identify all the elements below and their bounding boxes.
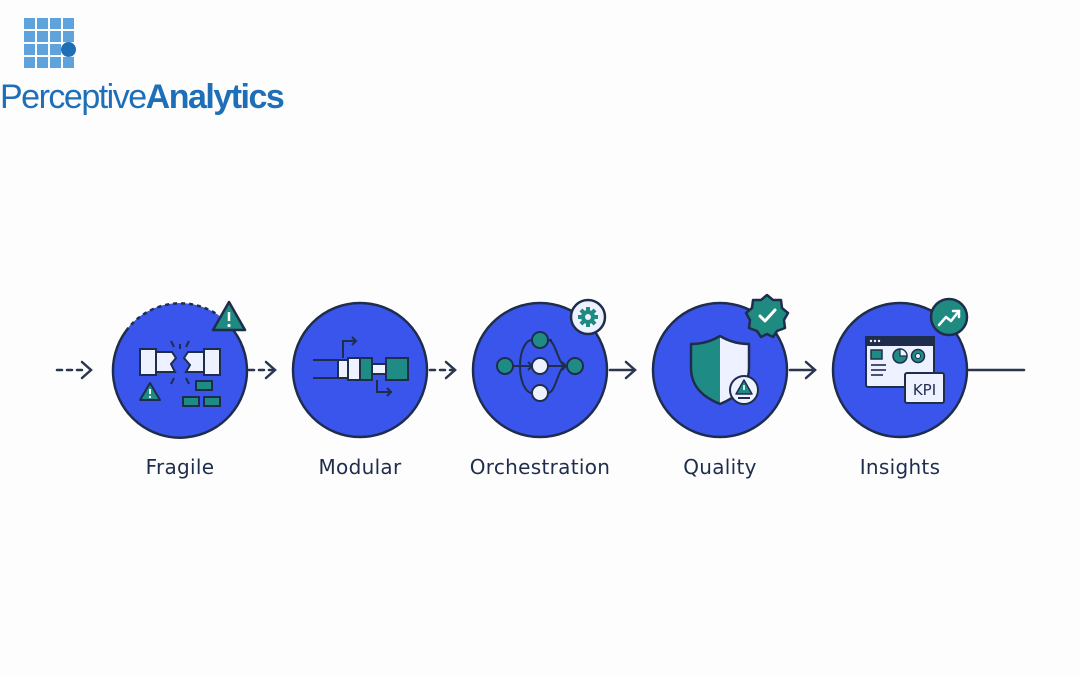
shield-icon bbox=[689, 334, 751, 406]
stage-label-modular: Modular bbox=[318, 455, 402, 479]
stage-label-insights: Insights bbox=[859, 455, 941, 479]
brand-name-bold: Analytics bbox=[145, 78, 285, 116]
broken-pipe-icon bbox=[139, 340, 221, 407]
stage-label-quality: Quality bbox=[683, 455, 757, 479]
stage-modular bbox=[291, 301, 429, 439]
stage-quality bbox=[651, 293, 790, 439]
logo-grid-icon bbox=[24, 18, 76, 68]
arrow-head-icon bbox=[444, 360, 457, 380]
alert-icon bbox=[729, 375, 759, 405]
arrow-head-icon bbox=[624, 360, 637, 380]
checkmark-seal-icon bbox=[744, 293, 790, 339]
trend-up-icon bbox=[929, 297, 969, 337]
brand-name: PerceptiveAnalytics bbox=[0, 78, 285, 116]
arrow-head-icon bbox=[80, 360, 93, 380]
workflow-nodes-icon bbox=[496, 331, 584, 402]
arrow-head-icon bbox=[804, 360, 817, 380]
stage-label-fragile: Fragile bbox=[145, 455, 215, 479]
brand-logo: PerceptiveAnalytics bbox=[0, 16, 285, 116]
connectors bbox=[55, 360, 1026, 380]
stage-insights: KPI bbox=[831, 297, 969, 439]
stage-orchestration bbox=[471, 298, 609, 439]
stage-label-orchestration: Orchestration bbox=[469, 455, 611, 479]
warning-icon bbox=[139, 382, 161, 401]
gear-icon bbox=[569, 298, 607, 336]
stage-fragile bbox=[111, 300, 249, 439]
modular-blocks-icon bbox=[313, 336, 409, 397]
arrow-head-icon bbox=[264, 360, 277, 380]
brand-name-light: Perceptive bbox=[0, 78, 147, 116]
warning-badge-icon bbox=[211, 300, 247, 332]
kpi-card: KPI bbox=[904, 372, 945, 404]
kpi-label: KPI bbox=[913, 381, 936, 399]
